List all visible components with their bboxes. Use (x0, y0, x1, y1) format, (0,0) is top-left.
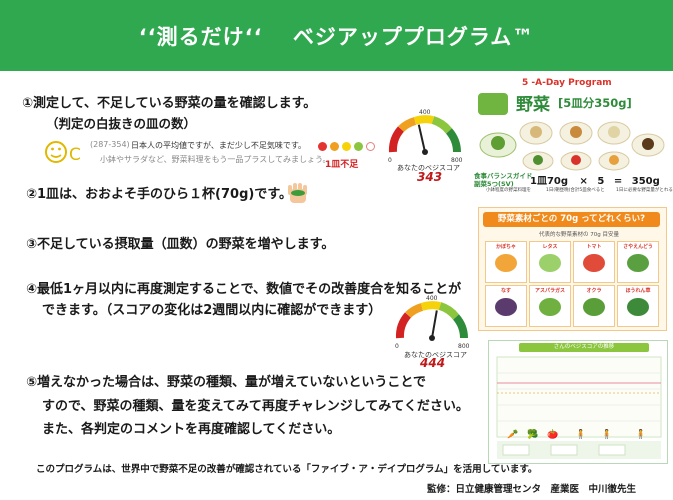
svg-text:0: 0 (388, 157, 392, 164)
veg-name: なす (500, 288, 511, 294)
shortfall-label: 1皿不足 (325, 160, 359, 170)
svg-text:🥕: 🥕 (507, 429, 518, 440)
veg-cell: オクラ (573, 285, 615, 327)
header-bar: ‘‘測るだけ‘‘ ベジアッププログラム™ (0, 0, 673, 71)
svg-text:C: C (69, 145, 81, 165)
svg-text:400: 400 (426, 295, 438, 302)
plate-empty-icon (366, 142, 375, 151)
veg-cell: トマト (573, 241, 615, 283)
step-3-text: ③不足している摂取量（皿数）の野菜を増やします。 (26, 237, 335, 252)
veg-cell: かぼちゃ (485, 241, 527, 283)
veg-name: ほうれん草 (625, 288, 651, 294)
comment-line-1: 日本人の平均値ですが、まだ少し不足気味です。 (131, 141, 307, 150)
eq-x: × (579, 176, 588, 187)
veg-icon (627, 298, 649, 316)
veg-cell: レタス (529, 241, 571, 283)
gauge-1-score: 343 (417, 170, 443, 184)
step-4-line-2: できます。（スコアの変化は2週間以内に確認ができます） (42, 303, 382, 318)
gauge-2-label: あなたのベジスコア (404, 351, 467, 359)
guide-label-2: 副菜5つ(SV) (474, 180, 514, 188)
plate-yellow-icon (342, 142, 351, 151)
veg-icon (583, 298, 605, 316)
veg-name: さやえんどう (623, 244, 653, 250)
veg-name: レタス (542, 244, 558, 250)
veg-icon (583, 254, 605, 272)
step-2-text: ②1皿は、おおよそ手のひら１杯(70g)です。 (26, 187, 293, 202)
plate-red-icon (318, 142, 327, 151)
veg-name: トマト (586, 244, 602, 250)
equation: 1皿70g × 5 = 350g (530, 172, 660, 187)
step-5-line-3: また、各判定のコメントを再度確認してください。 (42, 422, 341, 437)
eq-b: 5 (597, 176, 605, 187)
gauge-1-label: あなたのベジスコア (397, 164, 460, 172)
step-1-sub: （判定の白抜きの皿の数） (46, 116, 197, 131)
svg-text:🧍: 🧍 (601, 428, 612, 440)
svg-text:🍅: 🍅 (547, 428, 558, 440)
trend-title: さんのベジスコアの推移 (519, 343, 649, 352)
svg-text:400: 400 (419, 109, 431, 116)
step-5-line-1: ⑤増えなかった場合は、野菜の種類、量が増えていないということで (26, 375, 426, 390)
step-4-line-1: ④最低1ヶ月以内に再度測定することで、数値でその改善度合を知ることが (26, 282, 462, 297)
veg-title: 野菜 (516, 95, 550, 115)
smiley-c-icon: C (45, 141, 81, 165)
veg-name: アスパラガス (534, 288, 565, 294)
gauge-2-score: 444 (420, 356, 446, 370)
guide-label-1: 食事バランスガイド (474, 172, 533, 180)
plate-orange-icon (330, 142, 339, 151)
score-trend-panel: さんのベジスコアの推移 🥕 🥦 🍅 🧍 🧍 🧍 (488, 340, 668, 464)
veg-dishes-illustration (479, 121, 665, 171)
veg-name: かぼちゃ (495, 244, 516, 250)
step-5-line-2: すので、野菜の種類、量を変えてみて再度チャレンジしてみてください。 (42, 399, 469, 414)
svg-text:0: 0 (395, 343, 399, 350)
score-range: (287-354) (90, 140, 130, 149)
veg-icon (627, 254, 649, 272)
eq-a: 1皿70g (530, 176, 569, 187)
veg-icon (539, 254, 561, 272)
eq-eq: = (613, 176, 623, 187)
footer-supervisor: 監修：日立健康管理センタ 産業医 中川徹先生 (427, 484, 637, 495)
eq-c: 350g (631, 176, 660, 187)
veg-70g-subtitle: 代表的な野菜素材の 70g 目安量 (539, 232, 619, 238)
note-c: 1日に必要な野菜量がとれる (616, 188, 673, 193)
svg-text:🧍: 🧍 (575, 428, 586, 440)
five-a-day-panel: 5 -A-Day Program 野菜 [5皿分350g] 食事バランスガイド … (470, 75, 673, 200)
svg-text:🥦: 🥦 (527, 428, 538, 440)
veg-icon (495, 298, 517, 316)
plate-green-icon (354, 142, 363, 151)
footer-note: このプログラムは、世界中で野菜不足の改善が確認されている「ファイブ・ア・デイプロ… (36, 464, 538, 475)
svg-text:800: 800 (451, 157, 463, 164)
veg-icon (539, 298, 561, 316)
veg-icon (495, 254, 517, 272)
step-1-text: ①測定して、不足している野菜の量を確認します。 (22, 96, 317, 111)
veg-cell: なす (485, 285, 527, 327)
note-b: 1日(朝昼晩)合計5皿食べると (546, 188, 605, 193)
veg-70g-panel: 野菜素材ごとの 70g ってどれくらい? 代表的な野菜素材の 70g 目安量 か… (478, 207, 667, 331)
gauge-2: 0 400 800 (395, 295, 470, 350)
veg-grid: かぼちゃ レタス トマト さやえんどうなす アスパラガス オクラ ほうれん草 (485, 241, 661, 327)
comment-line-2: 小鉢やサラダなど、野菜料理をもう一品プラスしてみましょう。 (100, 155, 331, 164)
note-a: 小鉢程度の野菜料理を (486, 188, 531, 193)
veg-name: オクラ (586, 288, 602, 294)
svg-text:800: 800 (458, 343, 470, 350)
page-title: ‘‘測るだけ‘‘ ベジアッププログラム™ (138, 24, 535, 49)
trend-chart: 🥕 🥦 🍅 🧍 🧍 🧍 (496, 356, 662, 459)
veg-cell: ほうれん草 (617, 285, 659, 327)
veg-70g-title: 野菜素材ごとの 70g ってどれくらい? (483, 212, 660, 227)
veg-subtitle: [5皿分350g] (558, 96, 632, 110)
hand-icon (288, 183, 307, 203)
veg-cell: さやえんどう (617, 241, 659, 283)
gauge-1: 0 400 800 (388, 109, 463, 164)
svg-text:🧍: 🧍 (635, 428, 646, 440)
veg-cell: アスパラガス (529, 285, 571, 327)
program-label: 5 -A-Day Program (522, 78, 612, 88)
vegetable-icon (478, 93, 508, 115)
